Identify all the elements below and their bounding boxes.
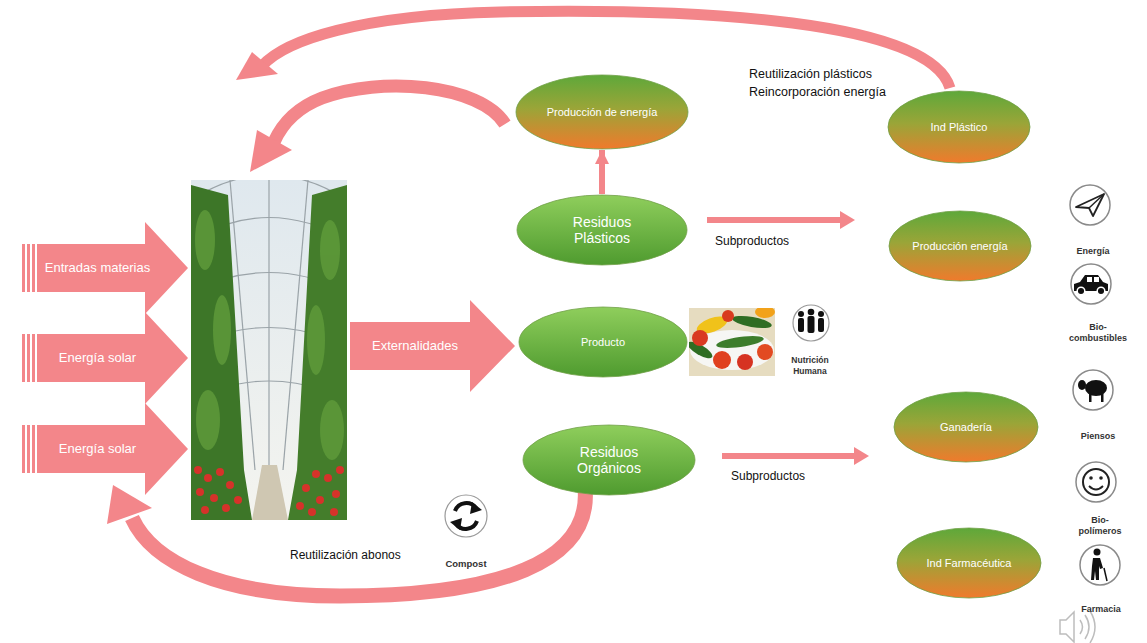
- node-label: Ind Farmacéutica: [927, 557, 1012, 570]
- node-label: Energía solar: [59, 442, 136, 457]
- node-label: Externalidades: [372, 339, 458, 354]
- greenhouse-photo: [191, 180, 347, 520]
- annotation-label: Energía: [1068, 246, 1118, 257]
- arrow-shape: [350, 300, 515, 392]
- ellipse-shape: [889, 211, 1031, 281]
- ellipse-shape: [523, 425, 695, 495]
- ellipse-node: Producción energía: [888, 210, 1032, 282]
- elderly-icon: [1080, 545, 1120, 585]
- sheep-icon: [1073, 370, 1113, 410]
- ellipse-node: Ind Farmacéutica: [896, 527, 1042, 599]
- recycle-icon: [445, 495, 487, 537]
- ellipse-shape: [519, 307, 687, 377]
- arrow-node: Entradas materias: [22, 222, 188, 314]
- node-label: Producción de energía: [547, 106, 658, 119]
- ellipse-shape: [517, 195, 687, 265]
- annotation-label: Reutilización abonos: [290, 548, 401, 563]
- annotation-label: Farmacia: [1075, 604, 1127, 615]
- ellipse-node: Residuos Plásticos: [516, 194, 688, 266]
- annotation-label: Reincorporación energía: [749, 85, 886, 101]
- node-label: Entradas materias: [45, 261, 151, 276]
- people-icon: [793, 305, 829, 341]
- node-label: Ganadería: [940, 421, 992, 434]
- arrow-shape: [22, 222, 188, 314]
- ellipse-shape: [897, 528, 1041, 598]
- ellipse-node: Producción de energía: [515, 74, 689, 150]
- ellipse-shape: [894, 392, 1038, 462]
- arrow-node: Energía solar: [22, 312, 188, 404]
- ellipse-node: Residuos Orgánicos: [522, 424, 696, 496]
- node-label: Ind Plástico: [931, 121, 988, 134]
- return-arrow: [132, 11, 950, 596]
- annotation-label: Reutilización plásticos: [749, 67, 872, 83]
- annotation-label: Bio- combustibles: [1062, 322, 1134, 345]
- annotation-label: Piensos: [1070, 431, 1126, 442]
- speaker-icon: [1060, 611, 1095, 643]
- annotation-label: Compost: [440, 558, 492, 570]
- ellipse-shape: [516, 75, 688, 149]
- node-label: Producción energía: [912, 240, 1007, 253]
- ellipse-node: Ganadería: [893, 391, 1039, 463]
- annotation-label: Subproductos: [715, 234, 789, 249]
- flow-arrow: [599, 150, 605, 194]
- annotation-label: Bio- polímeros: [1072, 515, 1128, 538]
- smiley-icon: [1076, 462, 1116, 502]
- node-label: Producto: [581, 336, 625, 349]
- energy-icon: [1070, 185, 1110, 225]
- arrow-shape: [22, 312, 188, 404]
- node-label: Energía solar: [59, 351, 136, 366]
- node-label: Residuos Orgánicos: [568, 444, 650, 476]
- annotation-label: Nutrición Humana: [785, 355, 835, 376]
- node-label: Residuos Plásticos: [561, 214, 643, 246]
- ellipse-node: Ind Plástico: [887, 90, 1031, 164]
- ellipse-node: Producto: [518, 306, 688, 378]
- annotation-label: Subproductos: [731, 469, 805, 484]
- ellipse-shape: [888, 91, 1030, 163]
- arrow-node: Externalidades: [350, 300, 515, 392]
- arrow-node: Energía solar: [22, 403, 188, 495]
- arrow-shape: [22, 403, 188, 495]
- car-icon: [1071, 264, 1111, 304]
- vegetables-photo: [689, 308, 775, 376]
